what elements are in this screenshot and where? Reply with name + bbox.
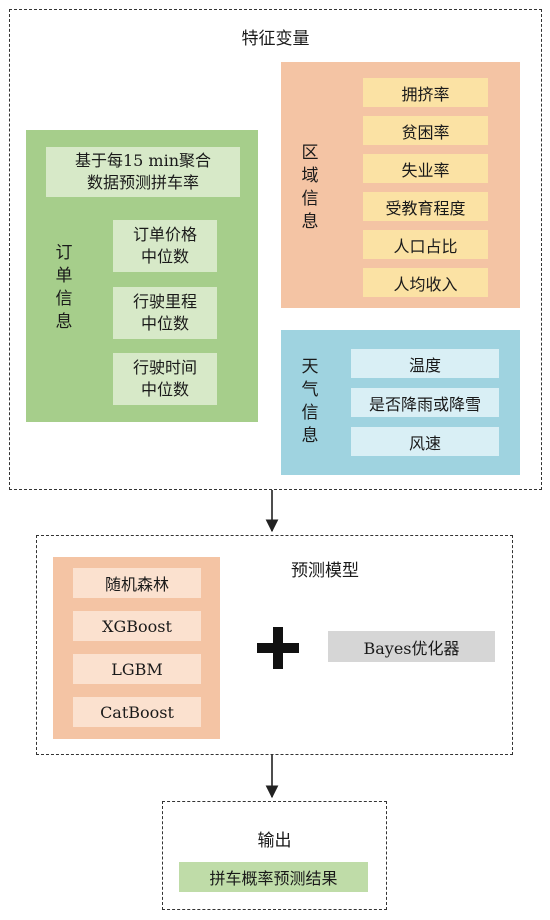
trip-distance-median-box: 行驶里程 中位数 bbox=[113, 287, 217, 339]
feature-variables-title: 特征变量 bbox=[241, 29, 310, 49]
precipitation-box: 是否降雨或降雪 bbox=[351, 388, 499, 417]
prediction-model-title: 预测模型 bbox=[291, 561, 359, 581]
catboost-box: CatBoost bbox=[73, 697, 201, 727]
education-level-box: 受教育程度 bbox=[363, 192, 488, 221]
output-container bbox=[162, 801, 387, 910]
prediction-model-container bbox=[36, 535, 513, 755]
population-share-box: 人口占比 bbox=[363, 230, 488, 259]
xgboost-box: XGBoost bbox=[73, 611, 201, 641]
feature-variables-container bbox=[9, 9, 542, 490]
lgbm-box: LGBM bbox=[73, 654, 201, 684]
temperature-box: 温度 bbox=[351, 349, 499, 378]
trip-duration-median-box: 行驶时间 中位数 bbox=[113, 353, 217, 405]
random-forest-box: 随机森林 bbox=[73, 568, 201, 598]
plus-icon bbox=[257, 627, 299, 669]
order-aggregation-note: 基于每15 min聚合 数据预测拼车率 bbox=[46, 147, 240, 197]
weather-info-label: 天气信息 bbox=[301, 357, 319, 446]
order-info-label: 订单信息 bbox=[55, 243, 73, 332]
congestion-rate-box: 拥挤率 bbox=[363, 78, 488, 107]
bayes-optimizer-box: Bayes优化器 bbox=[328, 631, 495, 662]
region-info-label: 区域信息 bbox=[301, 143, 319, 232]
output-title: 输出 bbox=[257, 831, 292, 851]
income-per-capita-box: 人均收入 bbox=[363, 268, 488, 297]
wind-speed-box: 风速 bbox=[351, 427, 499, 456]
unemployment-rate-box: 失业率 bbox=[363, 154, 488, 183]
poverty-rate-box: 贫困率 bbox=[363, 116, 488, 145]
order-price-median-box: 订单价格 中位数 bbox=[113, 220, 217, 272]
rideshare-probability-result-box: 拼车概率预测结果 bbox=[179, 862, 368, 892]
